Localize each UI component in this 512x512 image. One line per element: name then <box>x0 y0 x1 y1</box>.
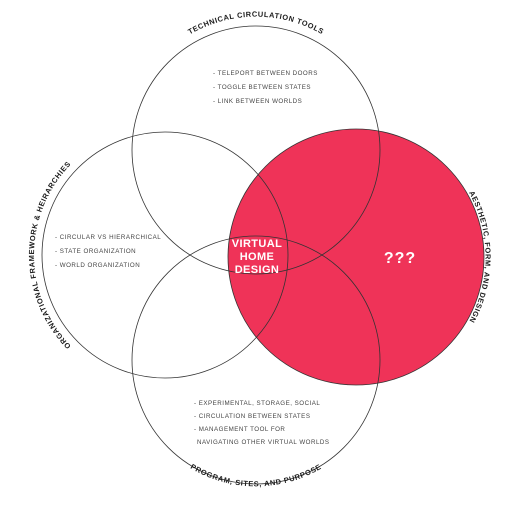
aesthetic-unknown: ??? <box>384 250 416 267</box>
center-line: HOME <box>240 251 275 263</box>
technical-item: - TELEPORT BETWEEN DOORS <box>213 70 318 77</box>
program-title: PROGRAM, SITES, AND PURPOSE <box>189 462 323 488</box>
technical-item: - TOGGLE BETWEEN STATES <box>213 84 311 91</box>
organizational-item: - WORLD ORGANIZATION <box>55 262 140 269</box>
program-item: NAVIGATING OTHER VIRTUAL WORLDS <box>197 439 330 446</box>
organizational-item: - CIRCULAR VS HIERARCHICAL <box>55 234 161 241</box>
program-item: - MANAGEMENT TOOL FOR <box>194 426 285 433</box>
program-item: - CIRCULATION BETWEEN STATES <box>194 413 310 420</box>
center-line: DESIGN <box>235 264 280 276</box>
technical-item: - LINK BETWEEN WORLDS <box>213 98 302 105</box>
technical-title: TECHNICAL CIRCULATION TOOLS <box>186 10 325 37</box>
program-circle <box>131 235 381 485</box>
center-line: VIRTUAL <box>232 238 282 250</box>
program-item: - EXPERIMENTAL, STORAGE, SOCIAL <box>194 400 320 407</box>
technical-circle <box>131 25 381 275</box>
aesthetic-circle <box>227 128 485 386</box>
organizational-circle <box>41 131 289 379</box>
organizational-item: - STATE ORGANIZATION <box>55 248 136 255</box>
